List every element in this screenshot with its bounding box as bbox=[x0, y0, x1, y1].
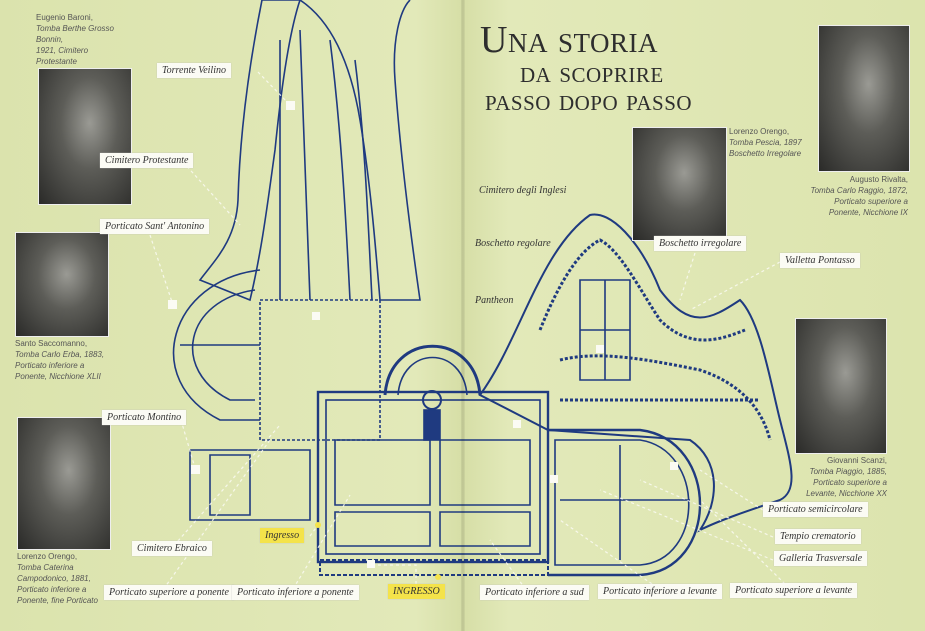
label-porticato-semicircolare: Porticato semicircolare bbox=[763, 502, 868, 517]
label-porticato-montino: Porticato Montino bbox=[102, 410, 187, 425]
label-porticato-superiore-levante: Porticato superiore a levante bbox=[730, 583, 858, 598]
caption-scanzi: Giovanni Scanzi,Tomba Piaggio, 1885,Port… bbox=[806, 456, 887, 498]
label-cimitero-protestante: Cimitero Protestante bbox=[100, 153, 194, 168]
amphitheatre bbox=[383, 344, 482, 396]
caption-rivalta: Augusto Rivalta,Tomba Carlo Raggio, 1872… bbox=[810, 175, 908, 217]
photo-scanzi-bust bbox=[795, 318, 887, 454]
label-valletta-pontasso: Valletta Pontasso bbox=[780, 253, 860, 268]
photo-baroni-statue bbox=[38, 68, 132, 205]
label-porticato-inferiore-levante: Porticato inferiore a levante bbox=[598, 584, 722, 599]
east-square bbox=[548, 428, 702, 577]
label-porticato-sant-antonino: Porticato Sant' Antonino bbox=[100, 219, 210, 234]
label-tempio-crematorio: Tempio crematorio bbox=[775, 529, 861, 544]
label-pantheon: Pantheon bbox=[475, 295, 514, 306]
photo-saccomanno-statue bbox=[15, 232, 109, 337]
label-ingresso-secondary: Ingresso bbox=[260, 528, 305, 543]
photo-rivalta-statue bbox=[818, 25, 910, 172]
label-porticato-inferiore-ponente: Porticato inferiore a ponente bbox=[232, 585, 359, 600]
label-boschetto-irregolare: Boschetto irregolare bbox=[654, 236, 747, 251]
title-line-2: da scoprire bbox=[520, 56, 664, 89]
northern-strip bbox=[198, 0, 301, 302]
photo-orengo-campodonico-statue bbox=[17, 417, 111, 550]
caption-saccomanno: Santo Saccomanno,Tomba Carlo Erba, 1883,… bbox=[15, 339, 105, 381]
title-line-1: Una storia bbox=[480, 19, 658, 61]
label-porticato-inferiore-sud: Porticato inferiore a sud bbox=[480, 585, 589, 600]
eastern-hills bbox=[478, 213, 793, 533]
label-boschetto-regolare: Boschetto regolare bbox=[475, 238, 551, 249]
photo-orengo-pescia-statue bbox=[632, 127, 727, 241]
west-semicircle bbox=[172, 269, 261, 421]
page-fold bbox=[461, 0, 465, 631]
label-ingresso-main: INGRESSO bbox=[388, 584, 445, 599]
label-cimitero-ebraico: Cimitero Ebraico bbox=[132, 541, 212, 556]
label-cimitero-inglesi: Cimitero degli Inglesi bbox=[479, 185, 567, 196]
label-porticato-superiore-ponente: Porticato superiore a ponente bbox=[104, 585, 234, 600]
label-galleria-trasversale: Galleria Trasversale bbox=[774, 551, 868, 566]
title-line-3: passo dopo passo bbox=[485, 84, 693, 117]
label-torrente-veilino: Torrente Veilino bbox=[157, 63, 231, 78]
